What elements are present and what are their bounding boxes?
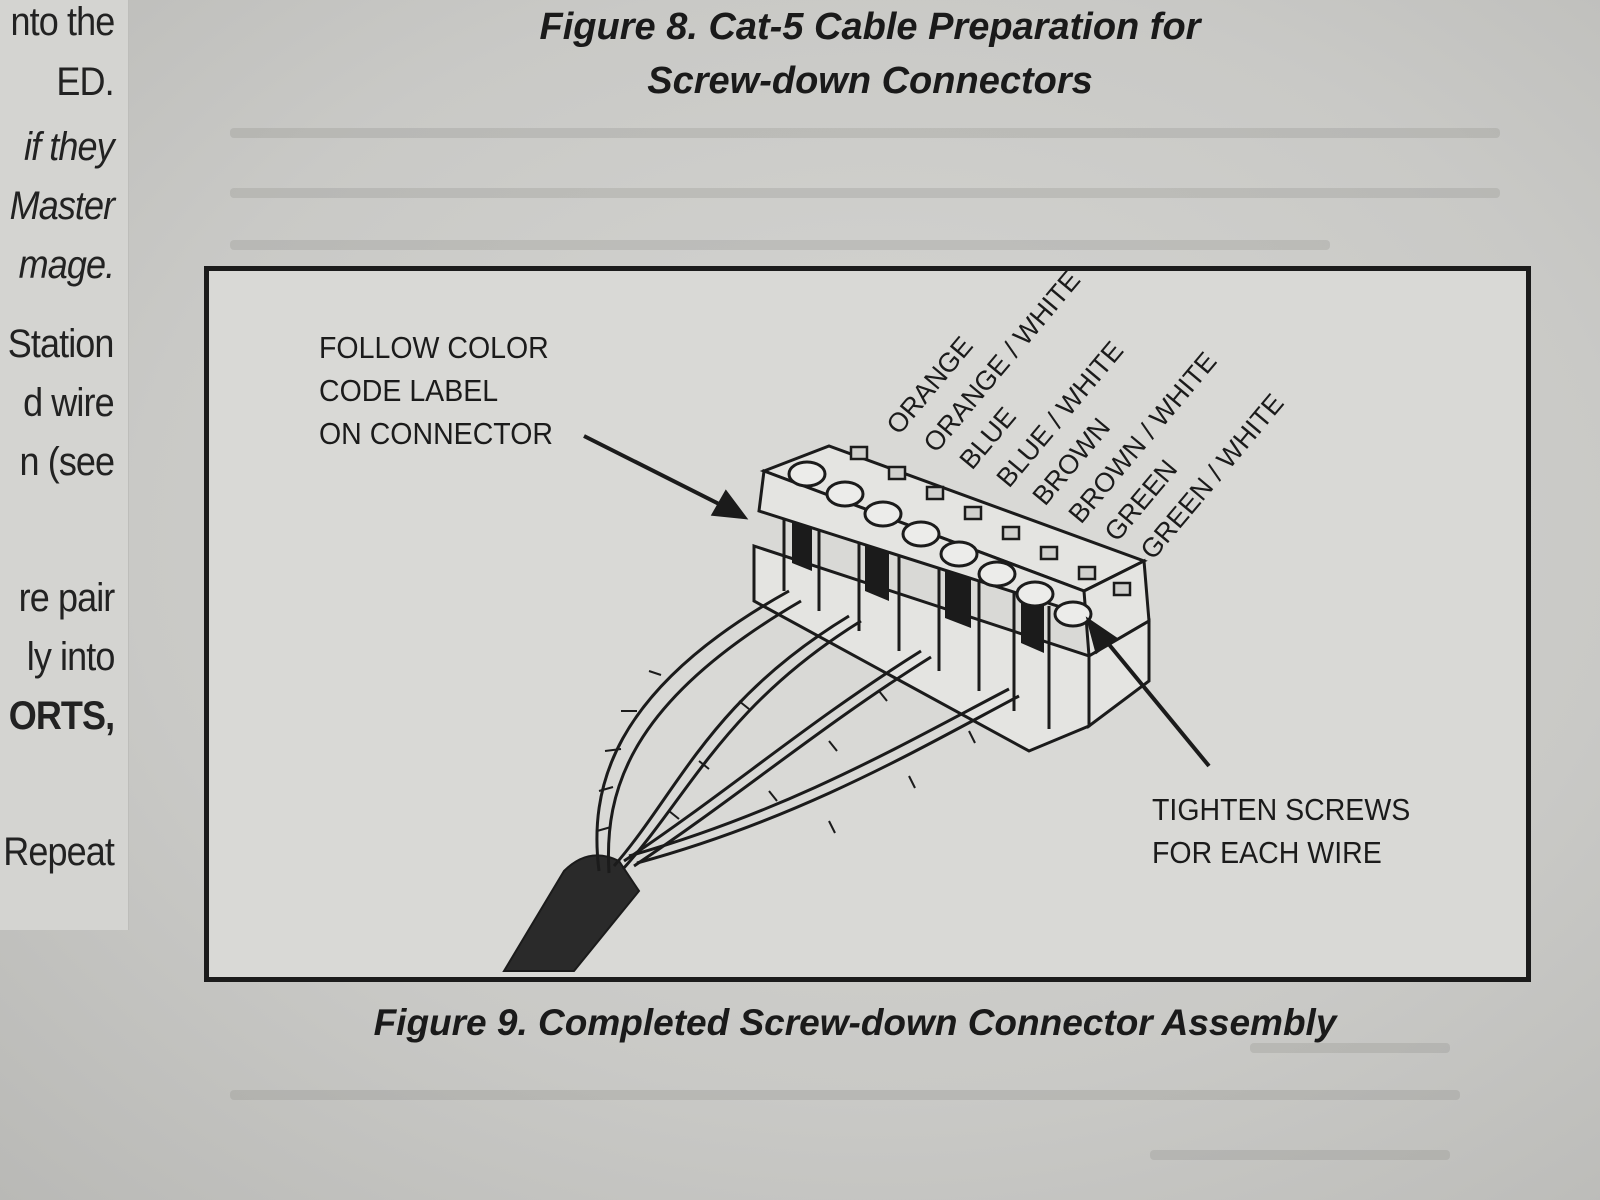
cable-jacket	[502, 854, 641, 972]
tighten-note-line-2: FOR EACH WIRE	[1152, 835, 1382, 870]
arrow-to-screws	[1100, 634, 1211, 768]
left-line-2: ED.	[56, 60, 115, 104]
follow-note-line-2: CODE LABEL	[319, 373, 499, 408]
figure-8-title-line-1: Figure 8. Cat-5 Cable Preparation for	[539, 6, 1201, 48]
figure-8-title: Figure 8. Cat-5 Cable Preparation for Sc…	[420, 0, 1320, 108]
figure-9-caption: Figure 9. Completed Screw-down Connector…	[373, 1002, 1337, 1043]
figure-9-box: ORANGE ORANGE / WHITE BLUE BLUE / WHITE …	[204, 266, 1531, 982]
arrow-to-color-label	[583, 434, 730, 511]
follow-color-note: FOLLOW COLOR CODE LABEL ON CONNECTOR	[319, 326, 553, 455]
wire-clamp-tabs	[849, 445, 1132, 597]
ghost-line	[1250, 1043, 1450, 1053]
left-line-9: re pair	[18, 576, 115, 620]
ghost-line	[1150, 1150, 1450, 1160]
pointer-arrows	[583, 434, 1211, 768]
left-line-11: ORTS,	[8, 694, 114, 738]
connector-diagram: ORANGE ORANGE / WHITE BLUE BLUE / WHITE …	[502, 271, 1290, 972]
tighten-screws-note: TIGHTEN SCREWS FOR EACH WIRE	[1152, 788, 1410, 874]
left-line-12: Repeat	[3, 830, 115, 874]
wire-twist-marks	[596, 670, 976, 834]
arrow-head	[1085, 616, 1118, 655]
ghost-line	[230, 1090, 1460, 1100]
follow-note-line-1: FOLLOW COLOR	[319, 330, 549, 365]
left-line-3: if they	[24, 125, 115, 169]
ghost-line	[230, 240, 1330, 250]
left-line-7: d wire	[23, 381, 115, 425]
arrow-head	[710, 489, 749, 520]
left-line-8: n (see	[19, 440, 115, 484]
left-line-10: ly into	[26, 635, 115, 679]
left-text-column: nto the ED. if they Master mage. Station…	[0, 0, 129, 930]
figure-8-title-line-2: Screw-down Connectors	[647, 60, 1093, 102]
twisted-wire-pairs	[595, 589, 1020, 874]
tighten-note-line-1: TIGHTEN SCREWS	[1152, 792, 1411, 827]
follow-note-line-3: ON CONNECTOR	[319, 416, 553, 451]
ghost-line	[230, 188, 1500, 198]
left-line-6: Station	[8, 322, 115, 366]
slot-stripes	[792, 521, 1044, 653]
left-line-4: Master	[9, 184, 115, 228]
left-line-5: mage.	[18, 243, 114, 287]
ghost-line	[230, 128, 1500, 138]
left-line-1: nto the	[10, 0, 115, 44]
screw-heads	[787, 460, 1093, 628]
